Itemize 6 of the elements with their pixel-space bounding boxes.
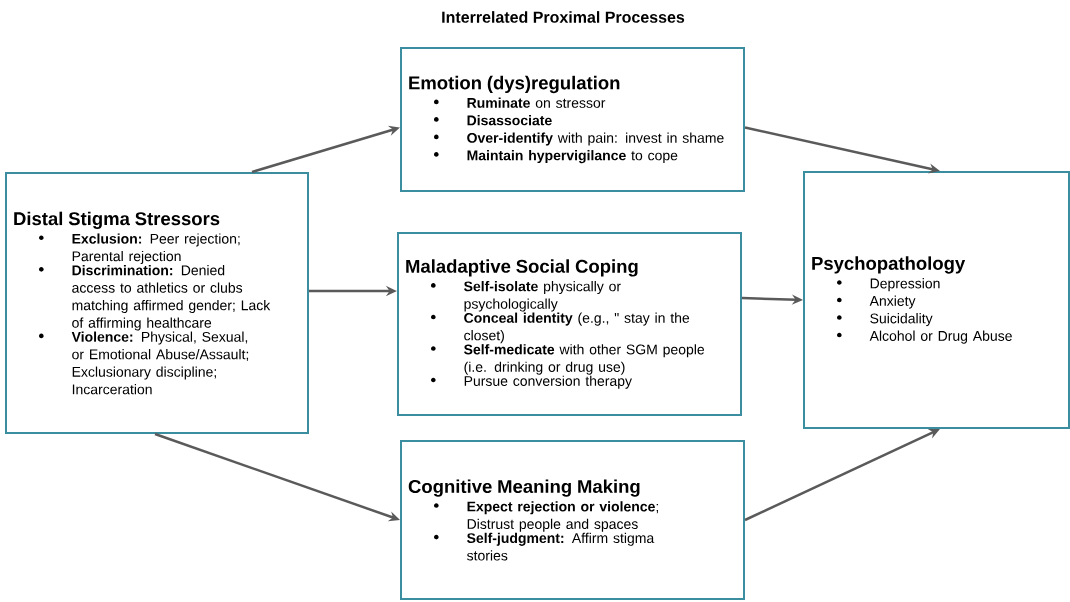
process-box: Cognitive Meaning Making Expect rejection or violence; Distrust people and spaces Self-judgment: Affirm stigma stories (400, 440, 745, 600)
title: Interrelated Proximal Processes (442, 11, 685, 23)
process-box: Emotion (dys)regulation Ruminate on stressor Disassociate Over-identify with pain: invest in shame Maintain hypervigilance to cope (400, 47, 745, 192)
process-box: Maladaptive Social Coping Self-isolate physically or psychologically Conceal identity (e.g., " stay in the closet) Self-medicate with other SGM people (i.e. drinking or drug use) Pursue conversion therapy (397, 232, 742, 416)
process-box: Distal Stigma Stressors Exclusion: Peer rejection; Parental rejection Discrimination: Denied access to athletics or clubs matching affirmed gender; Lack of affirming healthcare Violence: Physical, Sexual, or Emotional Abuse/Assault; Exclusionary discipline; Incarceration (5, 172, 309, 434)
process-box: Psychopathology Depression Anxiety Suicidality Alcohol or Drug Abuse (803, 171, 1070, 429)
